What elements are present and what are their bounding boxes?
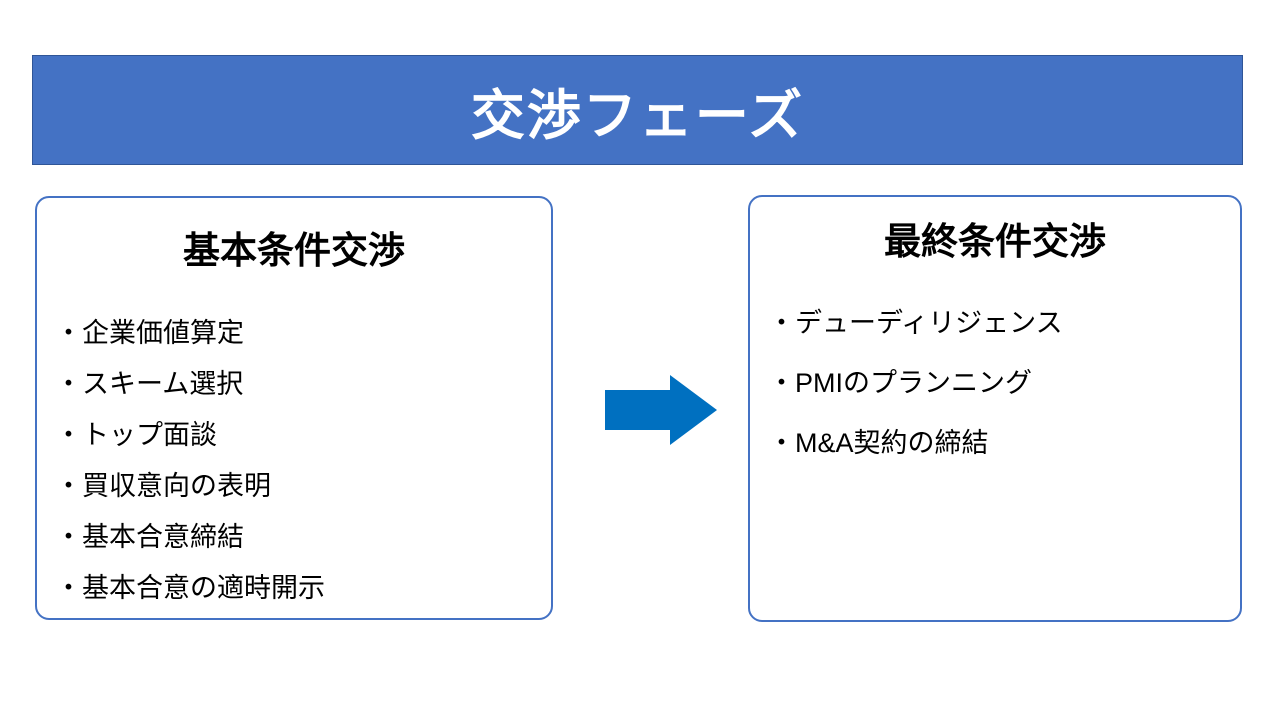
list-item: ・スキーム選択 [55,369,244,399]
title-banner: 交渉フェーズ [32,55,1243,165]
list-item: ・M&A契約の締結 [768,428,989,458]
final-terms-title: 最終条件交渉 [884,221,1106,262]
list-item: ・基本合意締結 [55,522,244,552]
list-item: ・企業価値算定 [55,318,244,348]
list-item: ・買収意向の表明 [55,471,271,501]
list-item: ・デューディリジェンス [768,308,1063,338]
list-item: ・トップ面談 [55,420,217,450]
final-terms-list: ・デューディリジェンス ・PMIのプランニング ・M&A契約の締結 [768,293,1232,473]
list-item: ・PMIのプランニング [768,368,1033,398]
right-arrow-icon [605,375,717,445]
basic-terms-list: ・企業価値算定 ・スキーム選択 ・トップ面談 ・買収意向の表明 ・基本合意締結 … [55,308,543,614]
list-item: ・基本合意の適時開示 [55,573,325,603]
slide-title: 交渉フェーズ [470,85,805,146]
basic-terms-title: 基本条件交渉 [183,230,405,271]
basic-terms-box: 基本条件交渉 ・企業価値算定 ・スキーム選択 ・トップ面談 ・買収意向の表明 ・… [35,196,553,620]
final-terms-box: 最終条件交渉 ・デューディリジェンス ・PMIのプランニング ・M&A契約の締結 [748,195,1242,622]
